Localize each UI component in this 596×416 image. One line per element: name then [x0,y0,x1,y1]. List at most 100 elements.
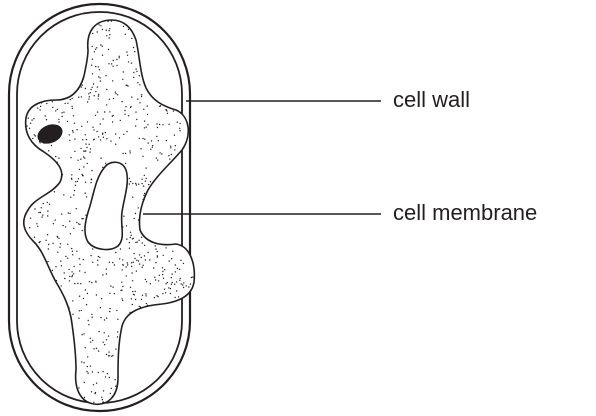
stipple-dot [98,95,99,96]
stipple-dot [48,180,49,181]
stipple-dot [132,350,133,351]
stipple-dot [121,17,122,18]
stipple-dot [95,115,96,116]
stipple-dot [146,303,147,304]
stipple-dot [47,287,48,288]
stipple-dot [125,347,126,348]
stipple-dot [130,232,131,233]
stipple-dot [188,286,189,287]
stipple-dot [63,272,64,273]
stipple-dot [46,103,47,104]
stipple-dot [177,61,178,62]
stipple-dot [74,138,75,139]
stipple-dot [147,334,148,335]
stipple-dot [109,308,110,309]
stipple-dot [126,275,127,276]
stipple-dot [28,71,29,72]
stipple-dot [110,285,111,286]
stipple-dot [115,348,116,349]
stipple-dot [47,337,48,338]
stipple-dot [28,303,29,304]
stipple-dot [95,392,96,393]
stipple-dot [47,261,48,262]
stipple-dot [174,284,175,285]
stipple-dot [67,103,68,104]
stipple-dot [87,293,88,294]
stipple-dot [163,226,164,227]
stipple-dot [199,405,200,406]
stipple-dot [32,289,33,290]
stipple-dot [166,140,167,141]
stipple-dot [130,287,131,288]
stipple-dot [189,356,190,357]
stipple-dot [47,234,48,235]
stipple-dot [188,391,189,392]
stipple-dot [83,298,84,299]
stipple-dot [44,359,45,360]
stipple-dot [147,41,148,42]
stipple-dot [31,264,32,265]
stipple-dot [112,121,113,122]
stipple-dot [84,151,85,152]
stipple-dot [39,336,40,337]
stipple-dot [152,82,153,83]
stipple-dot [150,225,151,226]
stipple-dot [193,165,194,166]
stipple-dot [157,256,158,257]
stipple-dot [63,80,64,81]
stipple-dot [195,177,196,178]
stipple-dot [150,230,151,231]
stipple-dot [146,318,147,319]
stipple-dot [173,110,174,111]
stipple-dot [157,255,158,256]
stipple-dot [166,190,167,191]
stipple-dot [102,18,103,19]
stipple-dot [61,343,62,344]
stipple-dot [144,395,145,396]
stipple-dot [29,246,30,247]
stipple-dot [50,347,51,348]
stipple-dot [168,355,169,356]
stipple-dot [33,255,34,256]
stipple-dot [153,54,154,55]
stipple-dot [184,329,185,330]
stipple-dot [92,87,93,88]
stipple-dot [123,387,124,388]
stipple-dot [138,184,139,185]
stipple-dot [176,236,177,237]
stipple-dot [106,138,107,139]
stipple-dot [70,20,71,21]
stipple-dot [100,158,101,159]
stipple-dot [121,298,122,299]
stipple-dot [47,46,48,47]
stipple-dot [198,96,199,97]
stipple-dot [191,277,192,278]
stipple-dot [107,373,108,374]
stipple-dot [67,364,68,365]
stipple-dot [77,283,78,284]
stipple-dot [34,23,35,24]
stipple-dot [87,366,88,367]
stipple-dot [37,345,38,346]
stipple-dot [40,257,41,258]
stipple-dot [143,73,144,74]
stipple-dot [59,82,60,83]
stipple-dot [72,254,73,255]
stipple-dot [126,51,127,52]
stipple-dot [199,94,200,95]
stipple-dot [84,62,85,63]
stipple-dot [92,317,93,318]
stipple-dot [57,252,58,253]
stipple-dot [144,245,145,246]
stipple-dot [61,213,62,214]
stipple-dot [168,124,169,125]
stipple-dot [93,402,94,403]
stipple-dot [173,90,174,91]
stipple-dot [40,212,41,213]
stipple-dot [81,174,82,175]
stipple-dot [130,381,131,382]
stipple-dot [40,268,41,269]
stipple-dot [30,123,31,124]
stipple-dot [28,238,29,239]
stipple-dot [162,92,163,93]
